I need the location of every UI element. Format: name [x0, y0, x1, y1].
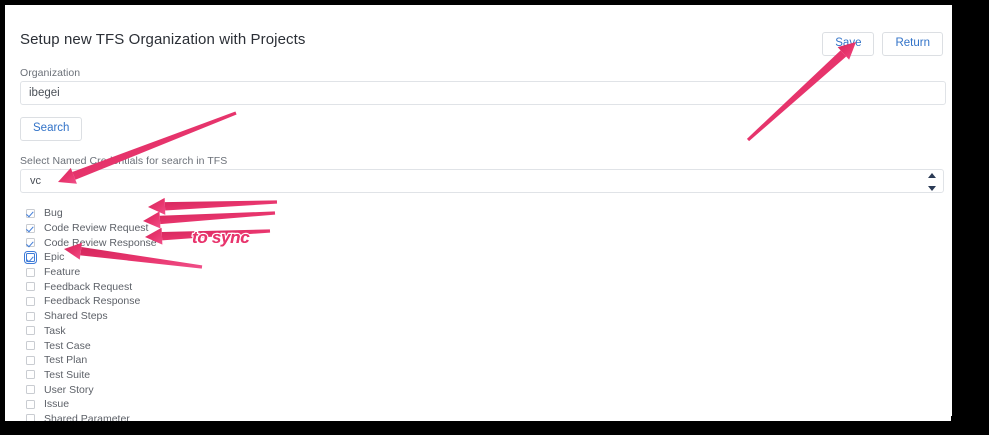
checkbox-label: Test Suite — [44, 368, 91, 381]
checkbox-feedback-request[interactable] — [26, 282, 35, 292]
checkbox-issue[interactable] — [26, 399, 35, 409]
work-item-type-row[interactable]: Feedback Response — [26, 294, 157, 309]
checkbox-code-review-request[interactable] — [26, 223, 35, 233]
checkbox-shared-parameter[interactable] — [26, 414, 35, 421]
work-item-type-row[interactable]: Test Case — [26, 338, 157, 353]
application-page: Setup new TFS Organization with Projects… — [5, 5, 952, 421]
checkbox-label: Code Review Request — [44, 222, 149, 235]
checkbox-task[interactable] — [26, 326, 35, 336]
checkbox-code-review-response[interactable] — [26, 238, 35, 248]
checkbox-label: Shared Parameter — [44, 412, 130, 421]
checkbox-label: Test Plan — [44, 354, 88, 367]
checkbox-label: Shared Steps — [44, 310, 108, 323]
annotation-to-sync-outline: to sync — [191, 227, 251, 248]
work-item-type-row[interactable]: Shared Parameter — [26, 412, 157, 421]
work-item-type-row[interactable]: Issue — [26, 397, 157, 412]
work-item-type-row[interactable]: Feature — [26, 265, 157, 280]
work-item-type-row[interactable]: Code Review Response — [26, 235, 157, 250]
search-button[interactable]: Search — [20, 117, 83, 141]
return-button[interactable]: Return — [882, 32, 943, 56]
work-item-type-row[interactable]: Test Plan — [26, 353, 157, 368]
checkbox-test-suite[interactable] — [26, 370, 35, 380]
checkbox-label: Issue — [44, 398, 70, 411]
checkbox-label: Epic — [44, 251, 65, 264]
annotation-to-sync-label: to sync — [192, 228, 250, 247]
work-item-type-row[interactable]: Code Review Request — [26, 221, 157, 236]
work-item-type-row[interactable]: Bug — [26, 206, 157, 221]
checkbox-user-story[interactable] — [26, 385, 35, 395]
work-item-type-row[interactable]: Feedback Request — [26, 279, 157, 294]
named-credentials-value: vc — [30, 175, 41, 187]
work-item-type-row[interactable]: Task — [26, 324, 157, 339]
checkbox-epic[interactable] — [23, 250, 38, 265]
checkbox-bug[interactable] — [26, 208, 35, 218]
named-credentials-label: Select Named Credentials for search in T… — [20, 155, 228, 167]
checkbox-test-plan[interactable] — [26, 355, 35, 365]
work-item-type-row[interactable]: Epic — [23, 250, 157, 265]
checkbox-label: Task — [44, 324, 66, 337]
named-credentials-select[interactable]: vc — [20, 169, 944, 193]
save-button[interactable]: Save — [822, 32, 875, 56]
caret-up-icon[interactable] — [927, 173, 936, 178]
page-title: Setup new TFS Organization with Projects — [20, 31, 306, 48]
select-stepper[interactable] — [927, 173, 936, 191]
checkbox-test-case[interactable] — [26, 341, 35, 351]
checkbox-shared-steps[interactable] — [26, 311, 35, 321]
checkbox-label: Feature — [44, 266, 81, 279]
top-action-buttons: Save Return — [822, 32, 943, 56]
work-item-type-row[interactable]: Test Suite — [26, 368, 157, 383]
checkbox-feature[interactable] — [26, 267, 35, 277]
checkbox-label: Test Case — [44, 339, 91, 352]
work-item-type-row[interactable]: User Story — [26, 382, 157, 397]
checkbox-label: Feedback Response — [44, 295, 141, 308]
checkbox-feedback-response[interactable] — [26, 296, 35, 306]
checkbox-label: Bug — [44, 207, 63, 220]
checkbox-label: User Story — [44, 383, 94, 396]
organization-input[interactable] — [20, 81, 946, 105]
checkbox-label: Feedback Request — [44, 280, 133, 293]
checkbox-label: Code Review Response — [44, 236, 157, 249]
window-frame-tick — [951, 416, 953, 435]
work-item-type-row[interactable]: Shared Steps — [26, 309, 157, 324]
organization-label: Organization — [20, 67, 81, 79]
caret-down-icon[interactable] — [927, 186, 936, 191]
